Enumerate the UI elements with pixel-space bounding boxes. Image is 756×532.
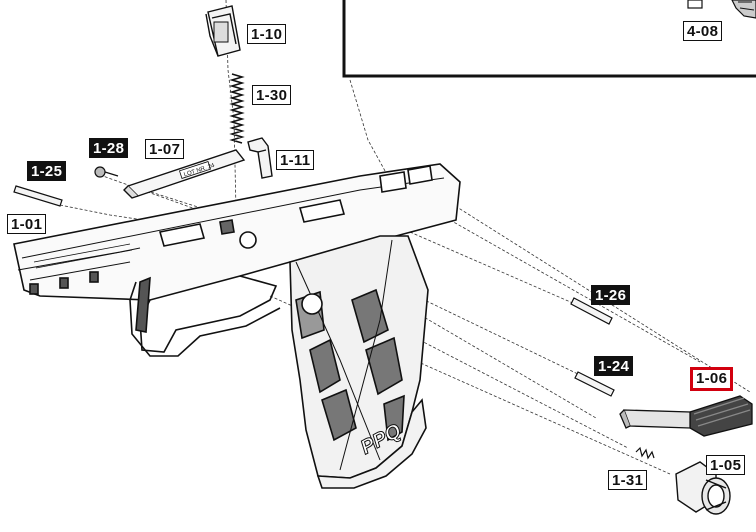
label-1-28: 1-28 [89,138,129,158]
label-4-08: 4-08 [683,21,723,41]
part-1-28-screw [94,166,119,178]
label-1-10: 1-10 [247,24,287,44]
part-1-25-pin [13,185,63,207]
label-1-31: 1-31 [608,470,648,490]
part-1-06-lever [619,395,753,437]
detail-inset-box [342,0,756,78]
part-1-07-insert: LOT NR. 24 [123,149,246,199]
label-1-11: 1-11 [276,150,315,170]
part-1-26-pin [570,297,613,325]
label-1-24: 1-24 [594,356,634,376]
part-1-31-spring [635,446,655,460]
label-1-06-highlighted[interactable]: 1-06 [690,367,734,391]
part-1-24-pin [574,371,615,397]
part-1-11-lever [247,137,273,179]
label-1-07: 1-07 [145,139,185,159]
label-1-26: 1-26 [591,285,631,305]
label-1-05: 1-05 [706,455,746,475]
label-1-30: 1-30 [252,85,292,105]
label-1-01: 1-01 [7,214,47,234]
label-1-25: 1-25 [27,161,67,181]
part-1-30-spring [229,73,245,144]
pistol-frame [13,163,461,489]
part-1-10-housing [205,5,241,57]
